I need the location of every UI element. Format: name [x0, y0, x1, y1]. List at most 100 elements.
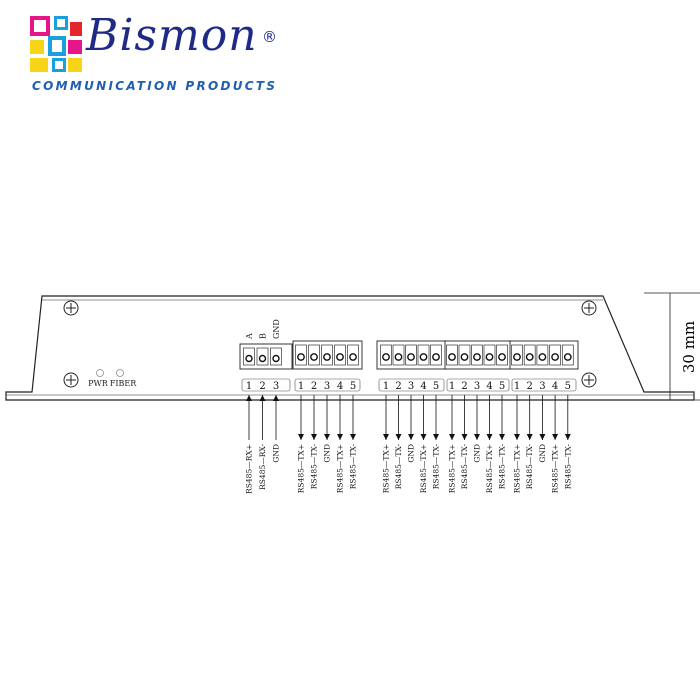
logo-square-inner	[57, 19, 65, 27]
logo-square-yellow-bottom	[30, 58, 48, 72]
arrow-down-icon	[526, 434, 533, 440]
terminal-screw-icon	[272, 354, 280, 363]
pin-number-strip	[241, 378, 291, 392]
screw-icon	[581, 300, 597, 316]
terminal-screw-icon	[513, 353, 521, 361]
pin-number: 3	[408, 381, 414, 392]
screws	[63, 300, 597, 388]
arrow-up-icon	[259, 395, 266, 401]
pin-number: 3	[474, 381, 480, 392]
terminal-top-label: B	[259, 333, 268, 339]
signal-label: GND	[272, 444, 281, 463]
registered-mark: ®	[262, 28, 277, 46]
led-indicator	[116, 369, 124, 377]
pin-number: 2	[395, 381, 401, 392]
brand-tagline: COMMUNICATION PRODUCTS	[32, 79, 278, 93]
terminal-screw-icon	[498, 353, 506, 361]
terminal-screw-icon	[245, 354, 253, 363]
terminal-screw-icon	[419, 353, 428, 361]
terminal-screw-icon	[473, 353, 481, 361]
pin-number: 5	[499, 381, 505, 392]
terminal-screw-icon	[432, 353, 440, 361]
led-indicator	[96, 369, 104, 377]
signal-label: GND	[407, 444, 416, 463]
logo-square-magenta-small	[68, 40, 82, 54]
terminal-screw-icon	[323, 353, 331, 361]
arrow-down-icon	[350, 434, 356, 440]
arrow-down-icon	[449, 434, 455, 440]
signal-label: RS485—TX-	[349, 444, 358, 490]
signal-label: GND	[473, 444, 482, 463]
arrow-down-icon	[539, 434, 546, 440]
pin-number: 5	[433, 381, 439, 392]
pin-number: 4	[552, 381, 558, 392]
arrow-down-icon	[324, 434, 330, 440]
arrow-down-icon	[395, 434, 402, 440]
pin-number: 1	[514, 381, 520, 392]
terminal-screw-icon	[460, 353, 469, 361]
logo-mark-icon	[30, 16, 82, 72]
signal-label: RS485—RX-	[258, 444, 267, 490]
pin-number: 5	[565, 381, 571, 392]
pin-number: 3	[273, 381, 279, 392]
screw-icon	[63, 372, 79, 388]
signal-label: RS485—TX+	[419, 444, 428, 493]
signal-label: RS485—TX-	[432, 444, 441, 490]
signal-label: GND	[538, 444, 547, 463]
signal-label: RS485—TX-	[310, 444, 319, 490]
pin-number: 5	[350, 381, 356, 392]
screw-icon	[63, 300, 79, 316]
arrow-up-icon	[273, 395, 279, 401]
pin-number: 2	[461, 381, 467, 392]
pin-number: 1	[246, 381, 252, 392]
signal-label: RS485—TX-	[498, 444, 507, 490]
signal-label: RS485—TX-	[525, 444, 534, 490]
arrow-down-icon	[552, 434, 559, 440]
logo-square-yellow	[30, 40, 44, 54]
logo-square-yellow-right	[68, 58, 82, 72]
logo-square-inner	[34, 20, 46, 32]
arrow-down-icon	[474, 434, 480, 440]
signal-label: RS485—TX-	[460, 444, 469, 490]
signal-label: RS485—RX+	[245, 444, 254, 494]
terminal-screw-icon	[310, 353, 318, 361]
pin-number: 2	[259, 381, 265, 392]
terminal-screw-icon	[297, 353, 305, 361]
arrow-down-icon	[564, 434, 571, 440]
arrow-down-icon	[499, 434, 505, 440]
terminal-screw-icon	[551, 353, 559, 361]
pin-number: 4	[486, 381, 492, 392]
arrow-down-icon	[514, 434, 520, 440]
arrow-down-icon	[311, 434, 317, 440]
pin-number: 4	[337, 381, 343, 392]
terminal-screw-icon	[382, 353, 390, 361]
pin-number-strip	[294, 378, 361, 392]
signal-label: RS485—TX+	[513, 444, 522, 493]
terminal-group-serial-out: 1RS485—TX+2RS485—TX-3GND4RS485—TX+5RS485…	[292, 340, 363, 493]
arrow-down-icon	[486, 434, 493, 440]
arrow-up-icon	[246, 395, 252, 401]
signal-label: GND	[323, 444, 332, 463]
pin-number: 2	[311, 381, 317, 392]
pin-number: 2	[527, 381, 533, 392]
terminal-screw-icon	[258, 354, 267, 363]
pin-number: 3	[324, 381, 330, 392]
logo-square-inner	[52, 40, 62, 52]
pin-number-strip	[511, 378, 577, 392]
arrow-down-icon	[298, 434, 304, 440]
signal-label: RS485—TX-	[394, 444, 403, 490]
terminal-group-port-a: 1RS485—TX+2RS485—TX-3GND4RS485—TX+5RS485…	[376, 340, 447, 493]
terminal-screw-icon	[563, 353, 572, 361]
brand-name: Bismon	[86, 10, 258, 61]
arrow-down-icon	[408, 434, 414, 440]
terminal-screw-icon	[525, 353, 534, 361]
terminal-screw-icon	[485, 353, 494, 361]
terminal-screw-icon	[394, 353, 403, 361]
terminal-top-label: GND	[272, 319, 281, 339]
led-label: FIBER	[110, 379, 137, 388]
signal-label: RS485—TX+	[485, 444, 494, 493]
terminal-screw-icon	[407, 353, 415, 361]
arrow-down-icon	[337, 434, 343, 440]
signal-label: RS485—TX+	[551, 444, 560, 493]
